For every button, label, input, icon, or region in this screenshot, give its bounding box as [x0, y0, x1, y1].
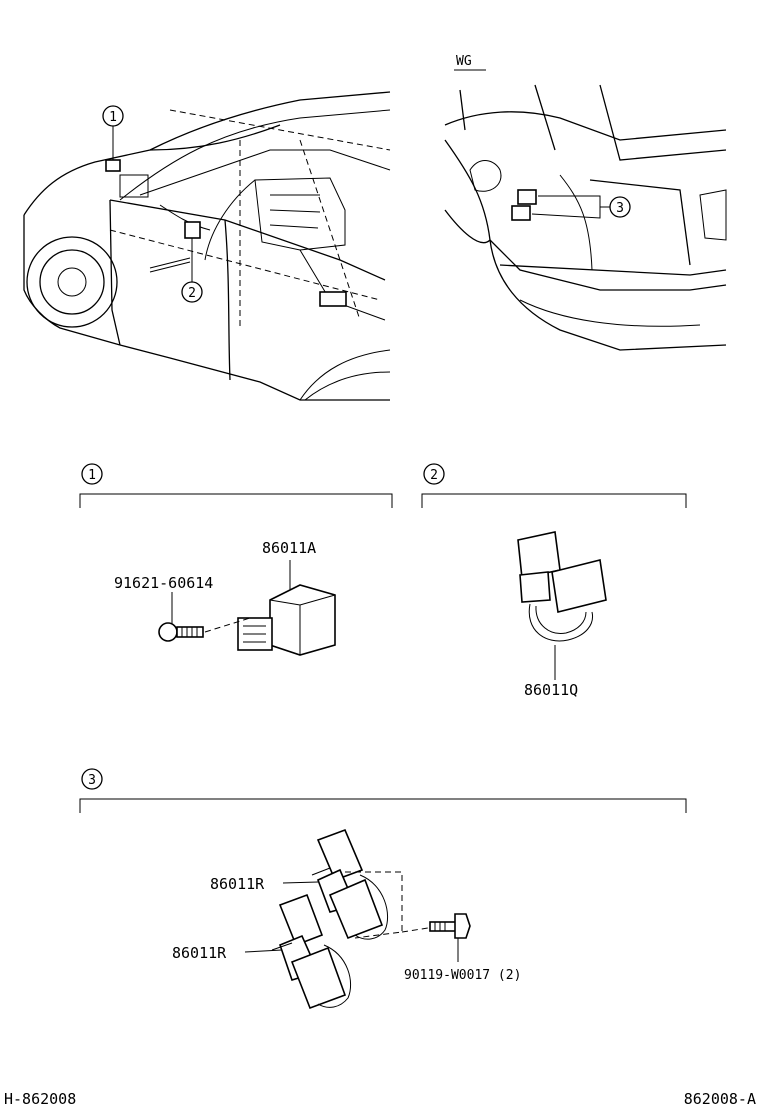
- relay-icon[interactable]: [237, 584, 336, 656]
- callout-2[interactable]: 2: [181, 238, 203, 303]
- callout-3[interactable]: 3: [531, 195, 631, 219]
- svg-text:2: 2: [430, 468, 438, 483]
- variant-label: WG: [456, 54, 472, 69]
- svg-text:3: 3: [616, 201, 624, 216]
- connector-harness-icon[interactable]: [311, 828, 389, 940]
- svg-text:3: 3: [88, 773, 96, 788]
- callout-1[interactable]: 1: [102, 105, 124, 160]
- part-label-86011R-upper[interactable]: 86011R: [210, 875, 265, 893]
- connector-harness-icon[interactable]: [271, 893, 352, 1010]
- car-front-view: [23, 91, 391, 401]
- section-3: 3 90119-W0017 (2) 86011R 86: [79, 768, 687, 1010]
- bolt-icon[interactable]: [158, 622, 204, 642]
- section-1: 1 86011A 91621-60614: [79, 463, 393, 656]
- part-label-91621-60614[interactable]: 91621-60614: [114, 574, 213, 592]
- footer-left-code: H-862008: [4, 1090, 76, 1108]
- connector-harness-icon[interactable]: [517, 531, 607, 642]
- section-2: 2 86011Q: [421, 463, 687, 699]
- svg-text:2: 2: [188, 286, 196, 301]
- car-rear-view: [444, 84, 727, 351]
- bolt-icon[interactable]: [429, 913, 471, 939]
- footer-right-code: 862008-A: [684, 1090, 756, 1108]
- part-label-86011A[interactable]: 86011A: [262, 539, 316, 557]
- svg-text:1: 1: [109, 110, 117, 125]
- part-label-86011Q[interactable]: 86011Q: [524, 681, 578, 699]
- part-label-90119-W0017[interactable]: 90119-W0017 (2): [404, 968, 521, 983]
- part-label-86011R-lower[interactable]: 86011R: [172, 944, 227, 962]
- svg-text:1: 1: [88, 468, 96, 483]
